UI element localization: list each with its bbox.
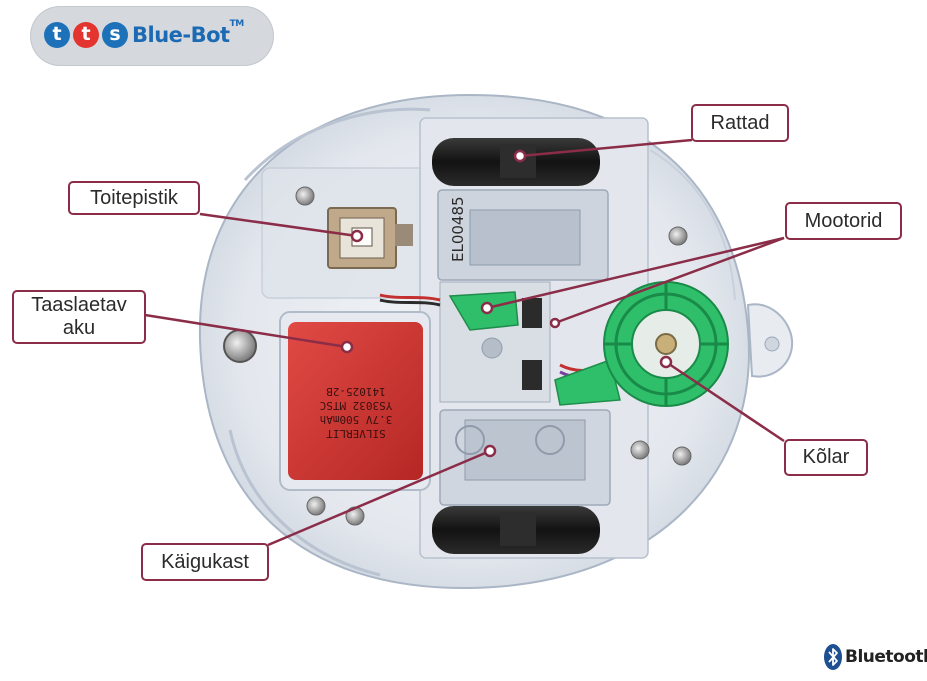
leader-line-toitepistik bbox=[199, 212, 358, 238]
leader-endpoints bbox=[340, 149, 673, 458]
logo-letter-t2: t bbox=[73, 22, 99, 48]
label-taaslaetav-aku: Taaslaetav aku bbox=[12, 290, 146, 344]
leader-line-kolar bbox=[665, 360, 785, 443]
board-code-label: EL00485 bbox=[449, 196, 467, 262]
leader-line-taaslaetav-aku bbox=[144, 313, 348, 349]
speaker bbox=[603, 281, 729, 407]
battery-text-line-3: YS3032 MTSC bbox=[320, 399, 393, 412]
logo-letter-s: s bbox=[102, 22, 128, 48]
label-mootorid: Mootorid bbox=[785, 202, 902, 240]
bluetooth-logo: Bluetooth® bbox=[824, 643, 927, 671]
screws bbox=[223, 186, 692, 526]
bluetooth-wordmark: Bluetooth® bbox=[845, 647, 927, 667]
battery-text-line-4: 141025-2B bbox=[326, 385, 386, 398]
label-kolar: Kõlar bbox=[784, 439, 868, 476]
leader-line-mootorid-1 bbox=[486, 236, 785, 310]
battery-pack: SILVERLIT 3.7V 500mAh YS3032 MTSC 141025… bbox=[279, 311, 431, 491]
logo-letter-t1: t bbox=[44, 22, 70, 48]
bluetooth-icon bbox=[824, 644, 842, 670]
leader-line-kaigukast bbox=[267, 449, 491, 547]
battery-text-line-1: SILVERLIT bbox=[326, 427, 386, 440]
logo-product-name: Blue-BotTM bbox=[132, 19, 244, 47]
leader-line-rattad bbox=[519, 138, 693, 158]
leader-line-mootorid-2 bbox=[554, 236, 785, 325]
wheels bbox=[432, 138, 600, 554]
leader-lines bbox=[144, 138, 785, 547]
battery-text-line-2: 3.7V 500mAh bbox=[320, 413, 393, 426]
label-kaigukast: Käigukast bbox=[141, 543, 269, 581]
label-toitepistik: Toitepistik bbox=[68, 181, 200, 215]
label-rattad: Rattad bbox=[691, 104, 789, 142]
tts-blue-bot-logo: t t s Blue-BotTM bbox=[30, 6, 274, 66]
